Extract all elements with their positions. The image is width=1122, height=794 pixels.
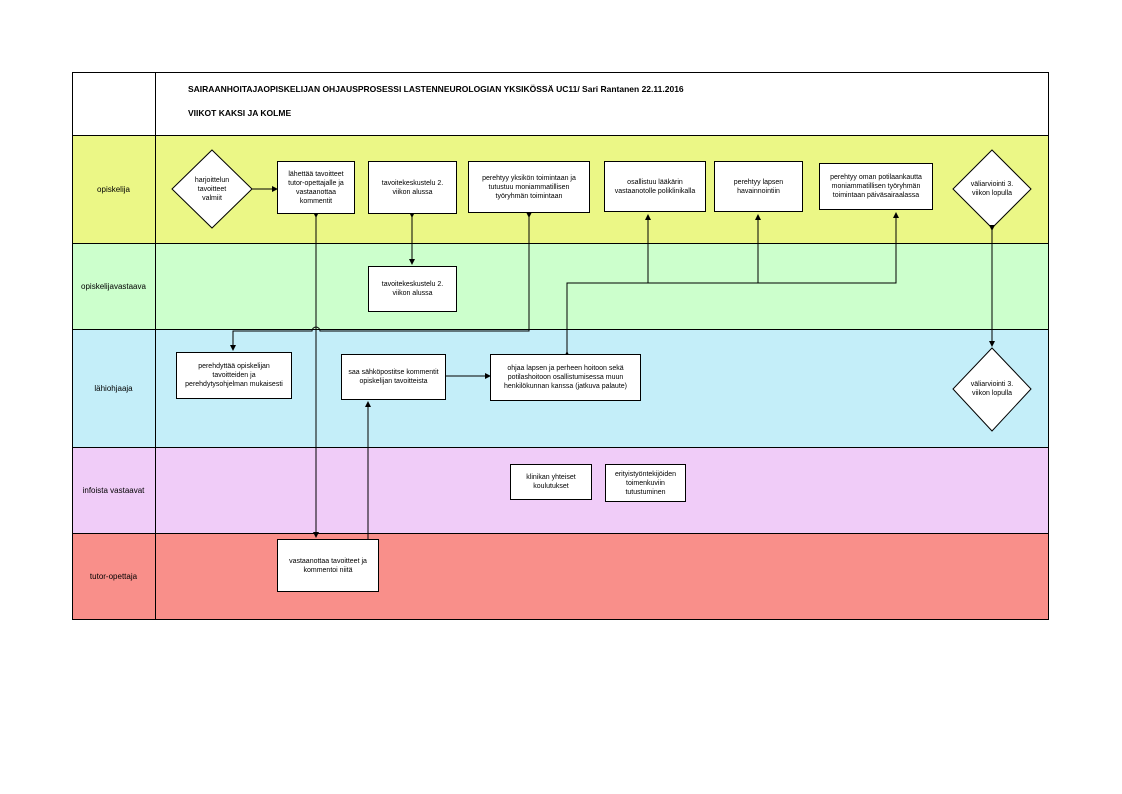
process-osallistuu-vastaanotolle: osallistuu lääkärin vastaanotolle polikl… bbox=[604, 161, 706, 212]
process-perehdyttaa: perehdyttää opiskelijan tavoitteiden ja … bbox=[176, 352, 292, 399]
process-erityistyontekijoiden: erityistyöntekijöiden toimenkuviin tutus… bbox=[605, 464, 686, 502]
arrow-ohjaa-connections bbox=[564, 212, 899, 357]
lane-label-lahiohjaaja: lähiohjaaja bbox=[72, 329, 156, 448]
decision-diamond-valiarviointi-2 bbox=[952, 347, 1032, 432]
lane-label-opiskelijavastaava: opiskelijavastaava bbox=[72, 243, 156, 330]
process-perehtyy-yksikon: perehtyy yksikön toimintaan ja tutustuu … bbox=[468, 161, 590, 213]
process-saa-sahkopostitse: saa sähköpostitse kommentit opiskelijan … bbox=[341, 354, 446, 400]
decision-text-harjoittelu: harjoittelun tavoitteet valmiit bbox=[194, 176, 230, 202]
header-label-cell bbox=[72, 72, 156, 136]
decision-text-valiarviointi-1: väliarviointi 3. viikon lopulla bbox=[970, 181, 1014, 197]
decision-text-valiarviointi-2: väliarviointi 3. viikon lopulla bbox=[970, 381, 1014, 397]
process-vastaanottaa-tavoitteet: vastaanottaa tavoitteet ja kommentoi nii… bbox=[277, 539, 379, 592]
header-row bbox=[72, 72, 1049, 136]
diagram-subtitle: VIIKOT KAKSI JA KOLME bbox=[188, 108, 292, 118]
lane-label-infoista-vastaavat: infoista vastaavat bbox=[72, 447, 156, 534]
lane-tutor-opettaja bbox=[72, 533, 1049, 620]
process-tavoitekeskustelu-opiskelija: tavoitekeskustelu 2. viikon alussa bbox=[368, 161, 457, 214]
decision-diamond-harjoittelu bbox=[171, 149, 253, 229]
diagram-title: SAIRAANHOITAJAOPISKELIJAN OHJAUSPROSESSI… bbox=[188, 84, 684, 94]
process-havainnointi: perehtyy lapsen havainnointiin bbox=[714, 161, 803, 212]
process-ohjaa-lapsen: ohjaa lapsen ja perheen hoitoon sekä pot… bbox=[490, 354, 641, 401]
lane-label-tutor-opettaja: tutor-opettaja bbox=[72, 533, 156, 620]
process-klinikan-koulutukset: klinikan yhteiset koulutukset bbox=[510, 464, 592, 500]
arrow-perehtyy-perehdyttaa bbox=[230, 212, 532, 351]
process-tavoitekeskustelu-vastaava: tavoitekeskustelu 2. viikon alussa bbox=[368, 266, 457, 312]
process-potilaankautta: perehtyy oman potilaankautta moniammatil… bbox=[819, 163, 933, 210]
lane-label-opiskelija: opiskelija bbox=[72, 135, 156, 244]
process-lahettaa-tavoitteet: lähettää tavoitteet tutor-opettajalle ja… bbox=[277, 161, 355, 214]
